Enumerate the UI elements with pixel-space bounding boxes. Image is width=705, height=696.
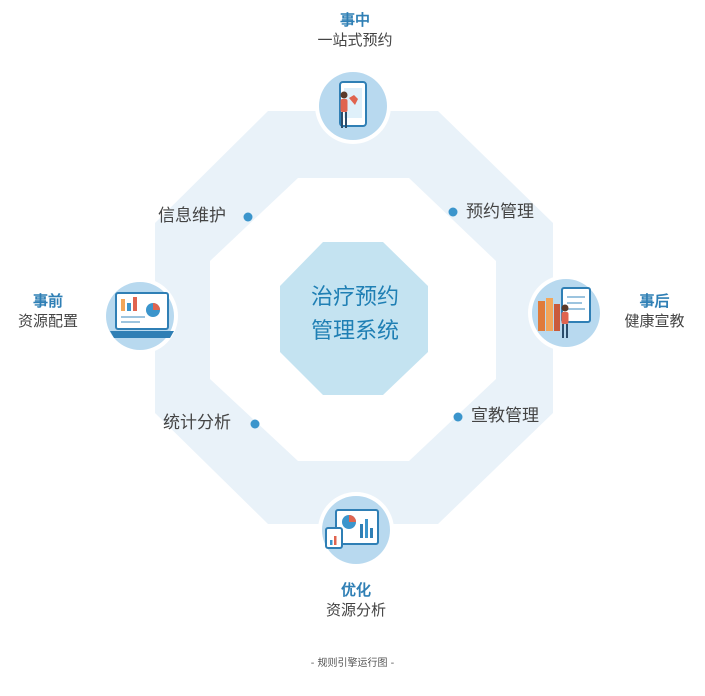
center-octagon (280, 242, 428, 395)
dot-education-management (453, 412, 463, 422)
phase-top-subtitle: 一站式预约 (317, 31, 393, 49)
monitor-analytics-icon (318, 492, 394, 568)
phase-top-title: 事中 (339, 11, 370, 29)
center-title-line1: 治疗预约 (310, 285, 399, 310)
phase-right-subtitle: 健康宣教 (624, 312, 685, 330)
laptop-dashboard-icon (102, 278, 178, 354)
center-title: 治疗预约 管理系统 (281, 281, 429, 349)
phase-left-subtitle: 资源配置 (17, 312, 78, 330)
phase-top-label: 事中 一站式预约 (300, 10, 410, 50)
item-education-management: 宣教管理 (471, 406, 539, 426)
tablet-doctor-icon (315, 68, 391, 144)
item-booking-management: 预约管理 (466, 202, 534, 222)
diagram-caption: - 规则引擎运行图 - (310, 658, 395, 669)
bookshelf-teacher-icon (528, 275, 604, 351)
phase-bottom-subtitle: 资源分析 (325, 601, 386, 619)
phase-bottom-title: 优化 (340, 581, 371, 599)
phase-left-title: 事前 (32, 292, 63, 310)
item-info-maintenance: 信息维护 (158, 206, 226, 226)
phase-bottom-label: 优化 资源分析 (306, 580, 406, 620)
dot-booking-management (448, 207, 458, 217)
phase-right-label: 事后 健康宣教 (612, 291, 697, 331)
dot-statistics (250, 419, 260, 429)
phase-right-title: 事后 (639, 292, 670, 310)
center-title-line2: 管理系统 (310, 319, 399, 344)
dot-info-maintenance (243, 212, 253, 222)
phase-left-label: 事前 资源配置 (8, 291, 88, 331)
item-statistics: 统计分析 (163, 413, 231, 433)
